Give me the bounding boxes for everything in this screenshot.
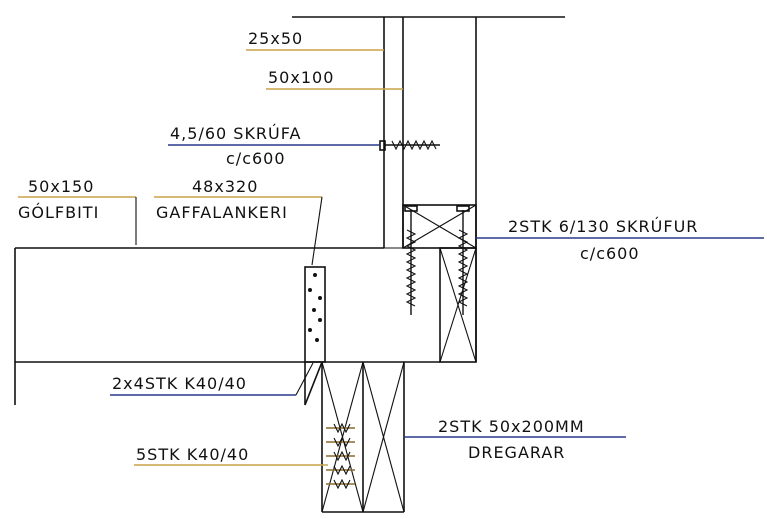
label-5stk-nails: 5STK K40/40 bbox=[136, 445, 249, 464]
label-screws-spacing: c/c600 bbox=[580, 244, 640, 263]
screw-4-5-60 bbox=[379, 139, 440, 151]
label-25x50: 25x50 bbox=[248, 29, 303, 48]
long-screws bbox=[404, 205, 470, 315]
label-2x4stk-nails: 2x4STK K40/40 bbox=[112, 374, 247, 393]
bearers bbox=[321, 361, 405, 513]
joist-hanger bbox=[304, 266, 326, 406]
label-screw-spacing: c/c600 bbox=[226, 149, 286, 168]
wall-stud bbox=[383, 17, 477, 362]
leaders bbox=[18, 49, 764, 466]
label-golfbiti: GÓLFBITI bbox=[18, 203, 99, 222]
label-50x150: 50x150 bbox=[28, 177, 94, 196]
label-gaffalankeri: GAFFALANKERI bbox=[156, 203, 288, 222]
label-2stk-screws: 2STK 6/130 SKRÚFUR bbox=[508, 217, 698, 236]
label-screw-4-5-60: 4,5/60 SKRÚFA bbox=[170, 124, 301, 143]
label-50x100: 50x100 bbox=[268, 68, 334, 87]
label-dregarar: DREGARAR bbox=[468, 443, 565, 462]
label-2stk-bearers: 2STK 50x200MM bbox=[438, 417, 585, 436]
label-48x320: 48x320 bbox=[192, 177, 258, 196]
nails bbox=[326, 422, 355, 490]
floor-joist bbox=[14, 247, 440, 405]
